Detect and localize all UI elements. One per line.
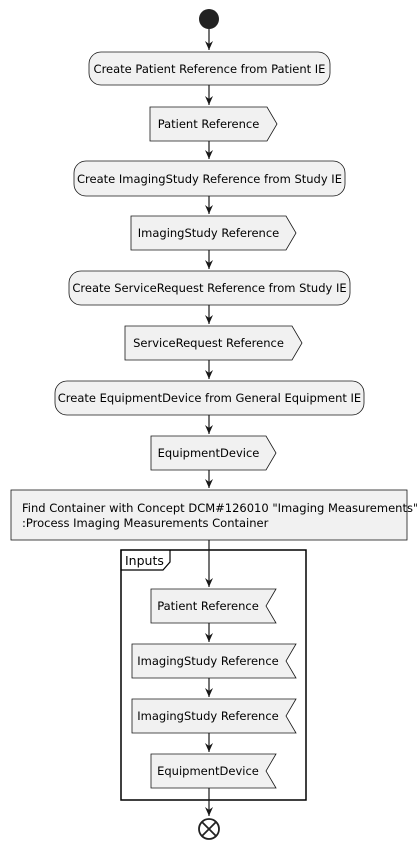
start-node	[199, 9, 219, 29]
send-signal-node	[149, 106, 278, 142]
inputs-group-tab	[120, 550, 171, 571]
end-node	[198, 818, 220, 840]
send-signal-label: ServiceRequest Reference	[133, 336, 284, 350]
action-label: Create ImagingStudy Reference from Study…	[77, 172, 342, 186]
action-label: Create ServiceRequest Reference from Stu…	[72, 281, 346, 295]
process-line-1: Find Container with Concept DCM#126010 "…	[22, 501, 417, 515]
receive-signal-node	[150, 753, 277, 789]
receive-signal-node	[131, 698, 297, 734]
receive-signal-node	[131, 643, 297, 679]
receive-signal-node	[150, 588, 277, 624]
receive-signal-label: ImagingStudy Reference	[137, 654, 279, 668]
action-label: Create EquipmentDevice from General Equi…	[58, 391, 361, 405]
receive-signal-label: EquipmentDevice	[157, 764, 259, 778]
receive-signal-label: Patient Reference	[157, 599, 259, 613]
process-line-2: :Process Imaging Measurements Container	[22, 516, 269, 530]
receive-signal-label: ImagingStudy Reference	[137, 709, 279, 723]
send-signal-node	[130, 215, 297, 251]
send-signal-label: Patient Reference	[158, 117, 260, 131]
send-signal-node	[124, 325, 303, 361]
send-signal-label: ImagingStudy Reference	[138, 226, 280, 240]
process-container-node	[10, 489, 408, 541]
inputs-group-title: Inputs	[125, 553, 164, 568]
send-signal-label: EquipmentDevice	[158, 446, 260, 460]
inputs-group-frame	[120, 549, 307, 801]
send-signal-node	[150, 435, 277, 471]
action-label: Create Patient Reference from Patient IE	[94, 62, 326, 76]
